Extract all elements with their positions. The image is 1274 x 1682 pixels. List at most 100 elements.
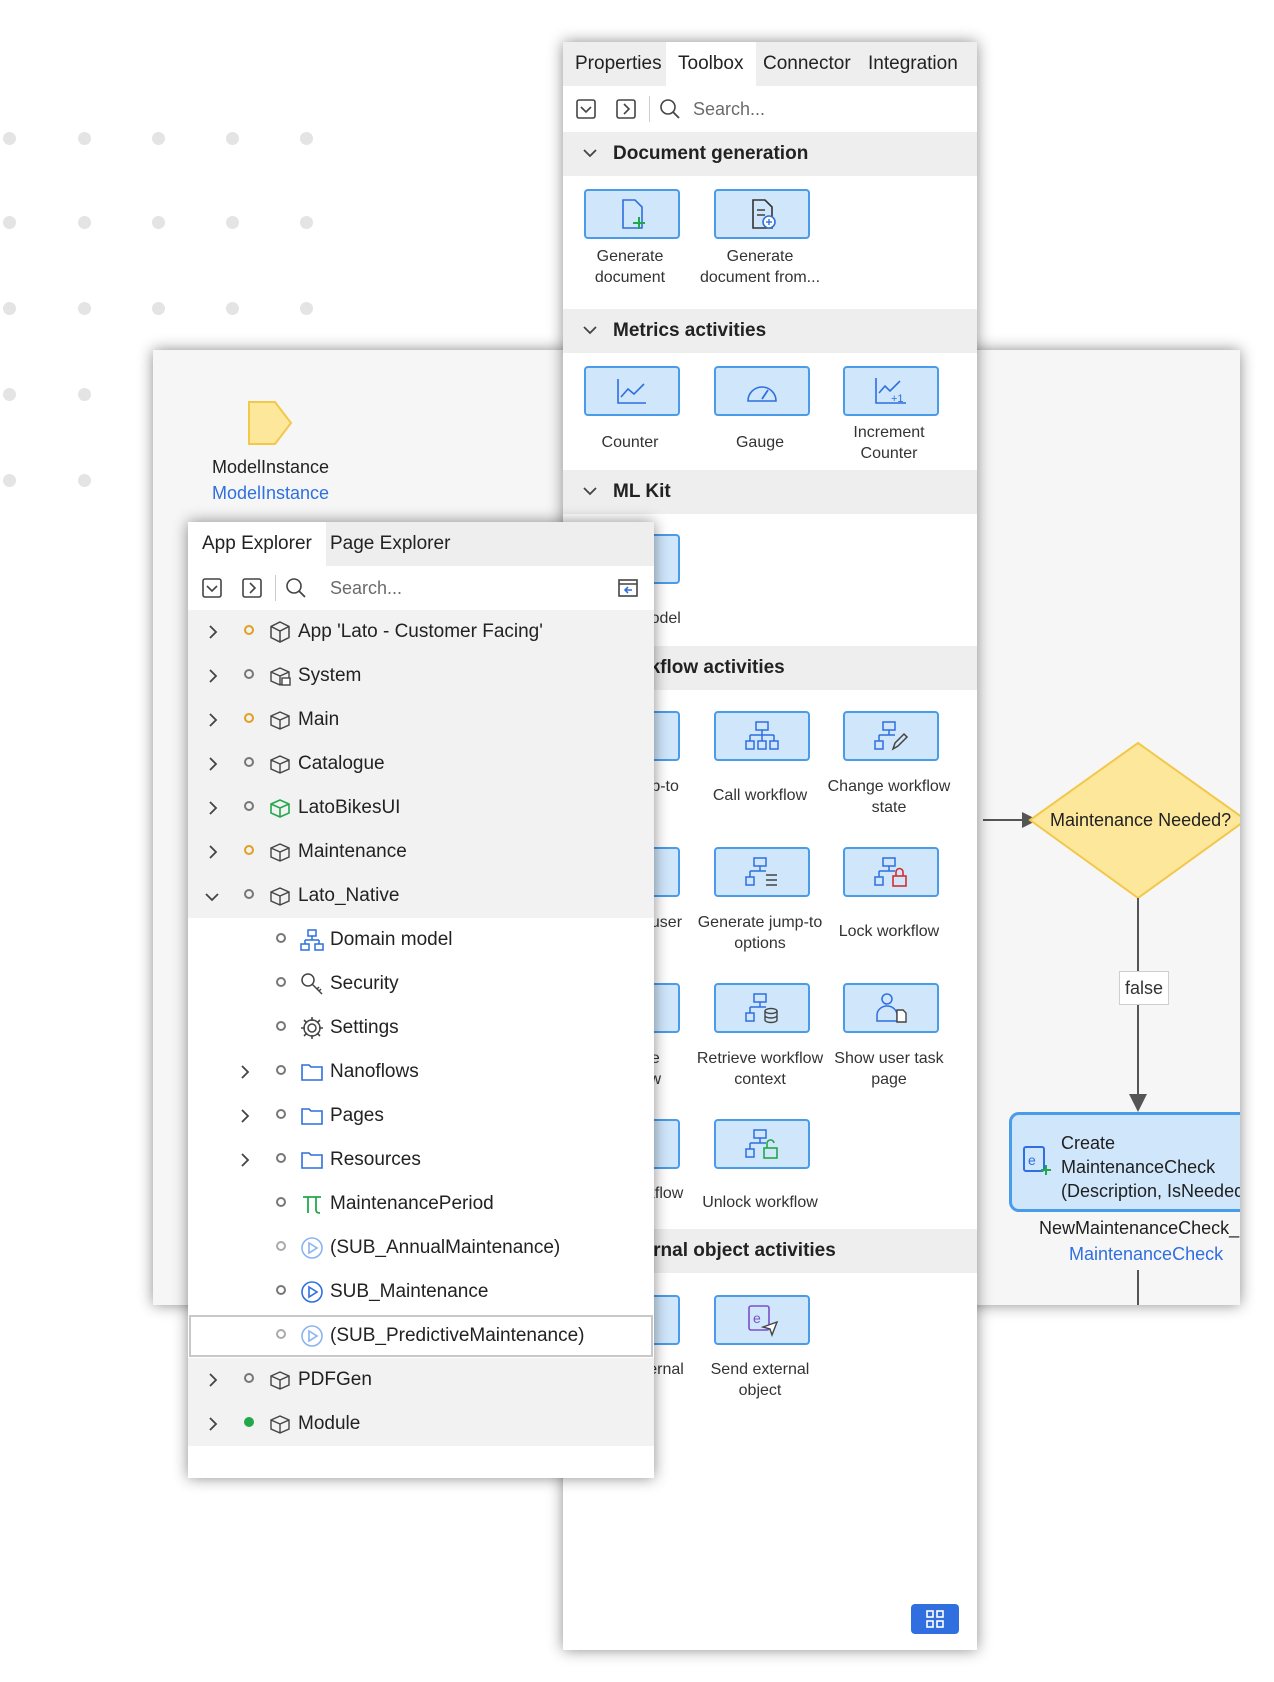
tree-item-module[interactable]: Module — [188, 1402, 654, 1446]
module-icon — [270, 1415, 290, 1434]
expand-all-icon[interactable] — [615, 98, 637, 120]
tree-item-maintenance-period[interactable]: MaintenancePeriod — [188, 1182, 654, 1226]
model-instance-link[interactable]: ModelInstance — [212, 483, 330, 503]
module-icon — [270, 887, 290, 906]
chevron-right-icon[interactable] — [206, 712, 220, 728]
chevron-right-icon[interactable] — [206, 1372, 220, 1388]
status-dot — [244, 625, 254, 635]
tree-item-maintenance[interactable]: Maintenance — [188, 830, 654, 874]
tree-item-settings[interactable]: Settings — [188, 1006, 654, 1050]
output-variable-name: NewMaintenanceCheck_2 — [1039, 1218, 1240, 1238]
search-icon — [286, 578, 306, 598]
module-icon — [270, 843, 290, 862]
create-object-activity[interactable]: e Create MaintenanceCheck (Description, … — [1009, 1112, 1240, 1212]
status-dot — [244, 757, 254, 767]
tab-connector[interactable]: Connector — [763, 53, 851, 74]
tool-counter-label: Counter — [601, 434, 659, 451]
chevron-right-icon[interactable] — [238, 1152, 252, 1168]
tree-item-nanoflows[interactable]: Nanoflows — [188, 1050, 654, 1094]
system-module-icon — [270, 667, 291, 686]
chevron-down-icon[interactable] — [204, 890, 220, 904]
tool-generate-document-from[interactable] — [714, 189, 810, 239]
expand-all-icon[interactable] — [241, 577, 263, 599]
section-ml-kit[interactable]: ML Kit — [563, 470, 977, 514]
app-box-icon — [270, 621, 290, 643]
play-circle-icon — [301, 1281, 323, 1303]
status-dot — [276, 1153, 286, 1163]
toolbox-search-input[interactable]: Search... — [693, 99, 766, 119]
grid-view-button[interactable] — [911, 1604, 959, 1634]
false-condition-label[interactable]: false — [1119, 971, 1169, 1005]
collapse-all-icon[interactable] — [575, 98, 597, 120]
tool-gauge-label: Gauge — [735, 434, 785, 451]
chevron-right-icon[interactable] — [206, 844, 220, 860]
section-document-generation[interactable]: Document generation — [563, 132, 977, 176]
tool-change-workflow-state[interactable] — [843, 711, 939, 761]
chevron-right-icon[interactable] — [206, 800, 220, 816]
chevron-right-icon[interactable] — [238, 1064, 252, 1080]
retrieve-context-icon — [745, 993, 778, 1024]
section-metrics-activities[interactable]: Metrics activities — [563, 309, 977, 353]
sync-selection-icon[interactable] — [617, 577, 639, 599]
tool-generate-jump-to-options[interactable] — [714, 847, 810, 897]
tree-item-domain-model[interactable]: Domain model — [188, 918, 654, 962]
tree-item-pdfgen[interactable]: PDFGen — [188, 1358, 654, 1402]
tool-generate-document[interactable] — [584, 189, 680, 239]
toolbar-divider — [649, 96, 650, 122]
chevron-right-icon[interactable] — [206, 624, 220, 640]
tab-toolbox[interactable]: Toolbox — [666, 42, 756, 86]
tool-show-user-task-page[interactable] — [843, 983, 939, 1033]
chevron-right-icon[interactable] — [206, 1416, 220, 1432]
tree-item-pages[interactable]: Pages — [188, 1094, 654, 1138]
tool-retrieve-workflow-context[interactable] — [714, 983, 810, 1033]
chevron-down-icon — [583, 326, 597, 335]
gear-icon — [301, 1017, 323, 1039]
toolbox-tabs: Properties Toolbox Connector Integration — [563, 42, 977, 86]
tree-item-security[interactable]: Security — [188, 962, 654, 1006]
tool-gauge[interactable] — [714, 366, 810, 416]
tool-call-workflow[interactable] — [714, 711, 810, 761]
tab-properties[interactable]: Properties — [575, 53, 662, 74]
tree-item-lato-native[interactable]: Lato_Native — [188, 874, 654, 918]
tab-app-explorer[interactable]: App Explorer — [188, 522, 326, 566]
tab-page-explorer[interactable]: Page Explorer — [330, 533, 451, 554]
collapse-all-icon[interactable] — [201, 577, 223, 599]
tree-item-catalogue[interactable]: Catalogue — [188, 742, 654, 786]
tree-item-system[interactable]: System — [188, 654, 654, 698]
tree-item-resources[interactable]: Resources — [188, 1138, 654, 1182]
explorer-search-row: Search... — [188, 566, 654, 610]
play-circle-icon — [301, 1325, 323, 1347]
jump-to-options-icon — [745, 857, 777, 886]
tree-item-app[interactable]: App 'Lato - Customer Facing' — [188, 610, 654, 654]
tab-integration[interactable]: Integration — [868, 53, 958, 74]
explorer-search-input[interactable]: Search... — [330, 578, 403, 598]
tool-lock-workflow[interactable] — [843, 847, 939, 897]
model-instance-shape[interactable] — [245, 398, 295, 448]
status-dot — [244, 889, 254, 899]
folder-icon — [301, 1108, 323, 1125]
tree-item-sub-predictive-maintenance[interactable]: (SUB_PredictiveMaintenance) — [188, 1314, 654, 1358]
chevron-right-icon[interactable] — [238, 1108, 252, 1124]
tool-increment-counter[interactable]: +1 — [843, 366, 939, 416]
output-variable-type[interactable]: MaintenanceCheck — [1069, 1244, 1224, 1264]
increment-chart-icon: +1 — [875, 378, 906, 405]
tool-send-external-object[interactable]: e — [714, 1295, 810, 1345]
toolbar-divider — [275, 575, 276, 601]
status-dot — [244, 713, 254, 723]
tool-counter[interactable] — [584, 366, 680, 416]
tool-unlock-workflow[interactable] — [714, 1119, 810, 1169]
chevron-right-icon[interactable] — [206, 756, 220, 772]
tree-item-sub-annual-maintenance[interactable]: (SUB_AnnualMaintenance) — [188, 1226, 654, 1270]
tree-item-sub-maintenance[interactable]: SUB_Maintenance — [188, 1270, 654, 1314]
tree-item-main[interactable]: Main — [188, 698, 654, 742]
svg-text:e: e — [1028, 1152, 1036, 1168]
tree-item-latobikesui[interactable]: LatoBikesUI — [188, 786, 654, 830]
status-dot — [276, 933, 286, 943]
explorer-tabs: App Explorer Page Explorer — [188, 522, 654, 566]
status-dot — [276, 1021, 286, 1031]
chevron-right-icon[interactable] — [206, 668, 220, 684]
